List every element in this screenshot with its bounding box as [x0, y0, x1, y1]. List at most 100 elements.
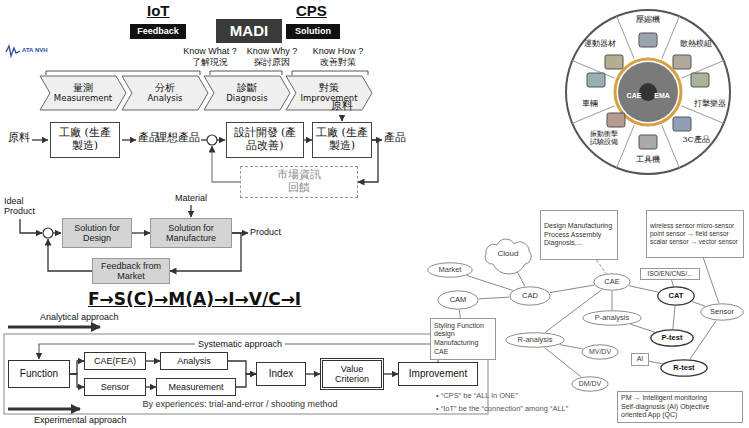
node-text: Feedback	[137, 26, 179, 36]
connector	[545, 290, 602, 333]
connector	[146, 386, 156, 387]
wheel-divider	[572, 16, 724, 168]
process-box: Solution for Manufacture	[150, 218, 232, 248]
approach-arrow	[8, 326, 100, 329]
text-label: Experimental approach	[34, 415, 127, 425]
product-photo	[691, 73, 709, 87]
text-label: ATA NVH	[22, 47, 48, 54]
application-wheel	[566, 10, 730, 174]
node-text: Function	[20, 368, 58, 380]
ellipse-node: CAM	[437, 290, 479, 310]
frame	[4, 334, 488, 414]
text-label: IoT	[147, 2, 170, 19]
text-label: By experiences: trial-and-error / shooti…	[142, 399, 337, 409]
node-outline	[506, 333, 564, 347]
tag-box: Solution	[286, 24, 340, 39]
criterion-box: Value Criterion	[320, 358, 384, 390]
product-photo	[673, 117, 691, 131]
node-outline	[594, 274, 630, 290]
node-text: CAT	[669, 292, 684, 301]
note-box: wireless sensor micro-sensor point senso…	[646, 210, 744, 258]
connector	[545, 348, 582, 377]
node-text: MV/DV	[589, 348, 611, 356]
ellipse-node: CAD	[509, 286, 551, 306]
process-box: Measurement	[156, 378, 236, 396]
connector	[673, 306, 675, 329]
node-text: Solution for Design	[66, 223, 128, 244]
text-label: Ideal Product	[4, 196, 42, 217]
node-text: Diagnosis	[226, 94, 267, 104]
node-outline	[40, 76, 126, 110]
node-text: 工廠 (生產製造)	[54, 127, 116, 152]
connector	[228, 361, 256, 374]
node-text: Analysis	[177, 356, 211, 366]
connector	[690, 321, 716, 360]
tag-box: Feedback	[130, 24, 186, 39]
text-label: 原料	[8, 132, 30, 145]
text-label: CPS	[296, 2, 327, 19]
process-box: 工廠 (生產製造)	[312, 122, 372, 158]
connector	[70, 361, 84, 374]
text-label: 產品	[384, 132, 406, 145]
text-label: Know What ?	[183, 46, 237, 56]
standard-box: ISO/EN/CNS/...	[640, 268, 700, 280]
text-label: 車輛	[582, 99, 598, 108]
wheel-hub	[618, 62, 678, 122]
process-box: Function	[8, 360, 70, 388]
node-outline	[651, 330, 693, 346]
node-text: Solution for Manufacture	[154, 223, 228, 244]
ellipse-node: MV/DV	[581, 344, 619, 360]
text-label: EMA	[654, 92, 670, 100]
connector	[649, 361, 663, 364]
connector	[236, 374, 256, 387]
flow-arrow	[53, 232, 61, 233]
product-photo	[607, 113, 625, 127]
node-text: 市場資訊 回饋	[274, 169, 324, 194]
node-text: CAM	[450, 296, 467, 305]
wheel-rim	[566, 10, 730, 174]
flow-arrow	[217, 139, 225, 140]
node-text: AI	[637, 355, 644, 363]
node-text: 診斷	[237, 82, 257, 94]
connector	[306, 373, 320, 374]
note-box: Styling Function design Manufacturing CA…	[430, 318, 496, 360]
text-label: 3C產品	[682, 135, 709, 144]
text-label: CAE	[627, 92, 642, 100]
node-text: 設計開發 (產品改善)	[230, 127, 300, 152]
node-outline	[204, 76, 290, 110]
process-box: Analysis	[160, 352, 228, 370]
ai-box: AI	[631, 353, 649, 366]
node-text: wireless sensor micro-sensor point senso…	[650, 222, 740, 246]
connector	[560, 345, 583, 349]
product-photo	[639, 33, 657, 47]
node-outline	[485, 239, 531, 274]
text-label: • “CPS” be “ALL in ONE”	[436, 392, 518, 401]
connector	[479, 297, 509, 299]
node-text: MADI	[230, 22, 268, 39]
node-text: R-analysis	[517, 336, 552, 345]
process-box: Index	[256, 362, 306, 386]
text-label: 壓縮機	[636, 15, 660, 24]
title-box: MADI	[216, 19, 282, 43]
ellipse-node: DM/DV	[571, 376, 609, 392]
process-chevron: 分析Analysis	[122, 76, 208, 110]
node-outline	[510, 287, 550, 305]
node-outline	[438, 291, 478, 309]
feedback-box: Feedback from Market	[92, 258, 170, 285]
feedback-box: 市場資訊 回饋	[240, 166, 358, 198]
product-photo	[587, 73, 605, 87]
connector	[384, 373, 398, 374]
node-text: 量測	[73, 82, 93, 94]
node-text: Market	[439, 266, 462, 275]
node-outline	[701, 304, 743, 320]
text-label: 原料	[331, 100, 353, 113]
node-outline	[582, 345, 618, 359]
summing-junction	[43, 228, 53, 238]
node-text: PM → Intelligent monitoring Self-diagnos…	[621, 394, 721, 420]
connector	[550, 285, 594, 293]
product-photo	[639, 135, 657, 149]
text-label: 散熱模組	[680, 39, 712, 48]
process-box: Sensor	[84, 378, 146, 396]
node-text: 分析	[155, 82, 175, 94]
